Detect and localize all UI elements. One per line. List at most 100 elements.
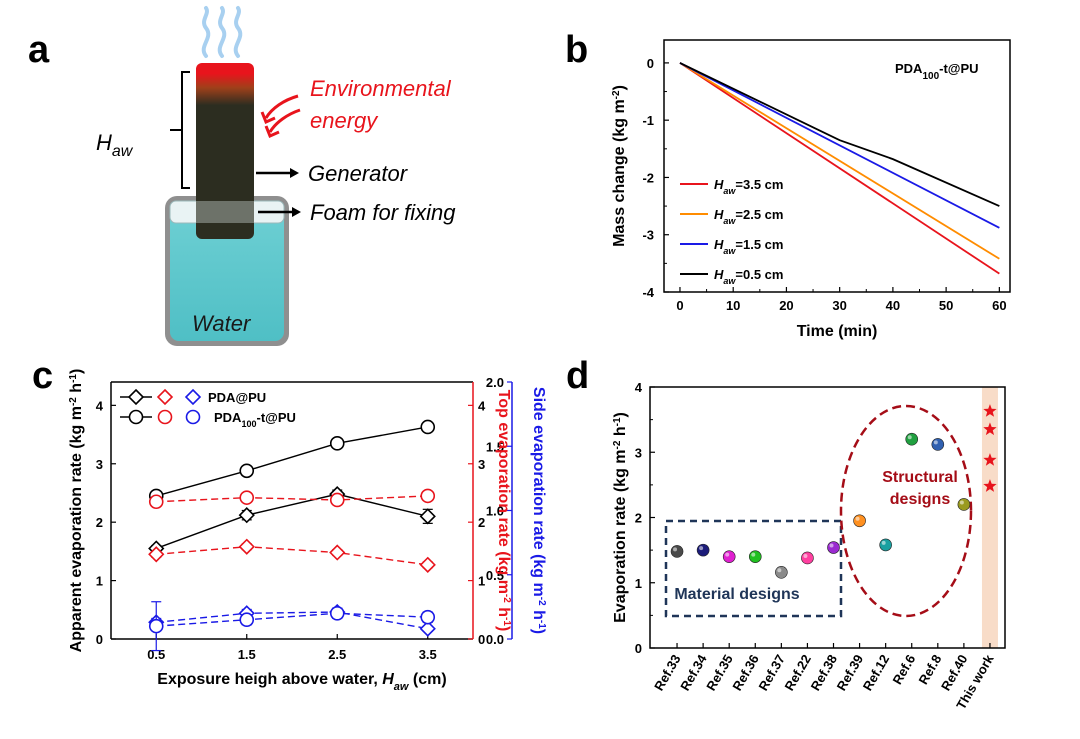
x-axis-label: Time (min) [797, 323, 878, 340]
legend-label-2: Haw=1.5 cm [714, 237, 783, 256]
x-tick-label: 20 [779, 298, 793, 313]
this-work-star [983, 404, 997, 417]
foam-arrowhead [292, 207, 301, 217]
plot-frame [649, 386, 1006, 649]
series-line-top-diamond [156, 546, 428, 566]
xlabel-c: aw [394, 681, 410, 693]
y-left-axis-label-part: -1 [68, 374, 79, 383]
y-left-axis-label-part: -2 [68, 397, 79, 406]
marker-top-diamond [419, 556, 436, 573]
legend-h: H [714, 177, 724, 192]
structural-designs-label-1: Structural [882, 469, 958, 486]
series-line-apparent-circle [156, 426, 428, 497]
y-side-axis-label-part: Side evaporation rate (kg m [530, 387, 547, 597]
data-point [801, 551, 814, 565]
xlabel-d: (cm) [408, 671, 446, 688]
foam-overlay [196, 201, 254, 223]
marker-top-circle [329, 492, 345, 508]
marker-side-circle [329, 605, 345, 621]
x-tick-label: 60 [992, 298, 1006, 313]
y-axis-label-part: h [612, 426, 629, 440]
x-axis-label: Exposure heigh above water, Haw (cm) [157, 671, 446, 693]
x-tick-label: 40 [886, 298, 900, 313]
series-line-1 [679, 62, 1000, 260]
energy-label-line1: Environmental [310, 76, 452, 101]
data-point-highlight [751, 552, 756, 557]
marker-apparent-circle [329, 436, 345, 451]
y-left-axis-label: Apparent evaporation rate (kg m-2 h-1) [68, 369, 86, 653]
data-point-highlight [725, 552, 730, 557]
this-work-band [981, 387, 998, 648]
y-top-axis-label-part: ) [495, 626, 512, 631]
y-side-axis-label-part: -1 [537, 620, 548, 629]
data-point-highlight [881, 540, 886, 545]
x-tick-label: 2.5 [328, 647, 346, 662]
marker-top-diamond [148, 546, 165, 563]
data-point-highlight [699, 546, 704, 551]
panel-b-label: b [565, 29, 588, 71]
generator-label: Generator [308, 161, 409, 186]
y-axis-label-part: ) [611, 85, 628, 90]
x-tick-label: 0 [676, 298, 683, 313]
chart-annotation: PDA100-t@PU [895, 61, 979, 82]
material-designs-label: Material designs [674, 586, 799, 603]
x-category-label: Ref.12 [860, 652, 893, 693]
data-point-highlight [907, 435, 912, 440]
energy-arrows-icon [260, 94, 301, 139]
y-top-tick-label: 4 [478, 398, 486, 413]
brace-icon [170, 71, 190, 189]
y-side-tick-label: 2.0 [486, 375, 504, 390]
structural-designs-label-2: designs [890, 491, 951, 508]
marker-top-circle [239, 490, 255, 505]
y-axis-label-part: -2 [612, 440, 623, 449]
chart-annotation-part: PDA [895, 61, 923, 76]
legend-label-pda100: PDA100-t@PU [214, 410, 296, 429]
series-line-side-diamond [156, 611, 428, 630]
series-line-0 [679, 62, 1000, 275]
y-axis-label-part: -2 [611, 90, 622, 99]
y-tick-label: 0 [635, 641, 642, 656]
legend-rest: =0.5 cm [735, 267, 783, 282]
marker-apparent-diamond [419, 508, 436, 525]
y-left-tick-label: 0 [96, 632, 103, 647]
legend-marker-red [157, 409, 173, 425]
x-category-label: Ref.6 [889, 652, 918, 687]
x-tick-label: 10 [726, 298, 740, 313]
legend-sub: aw [723, 276, 736, 286]
leg-b: 100 [241, 419, 256, 429]
y-top-axis-label-part: -2 [502, 594, 513, 603]
y-axis-label-part: ) [612, 412, 629, 417]
legend-marker-black [128, 409, 144, 425]
legend-sub: aw [723, 186, 736, 196]
x-tick-label: 3.5 [419, 647, 437, 662]
marker-top-diamond [238, 538, 255, 555]
marker-apparent-diamond [238, 507, 255, 524]
xlabel-b: H [382, 671, 394, 688]
data-point [696, 543, 710, 557]
generator-arrowhead [290, 168, 299, 178]
y-side-axis-label-part: ) [530, 629, 547, 634]
y-tick-label: 3 [635, 445, 642, 460]
y-left-tick-label: 2 [96, 515, 103, 530]
generator-block [196, 63, 254, 239]
legend-marker-black [127, 388, 145, 406]
y-axis-label: Evaporation rate (kg m-2 h-1) [612, 412, 630, 623]
data-point-highlight [777, 568, 782, 573]
panel-d-label: d [566, 355, 589, 397]
structural-designs-ellipse [839, 404, 973, 618]
this-work-star [983, 422, 997, 436]
foam-label: Foam for fixing [310, 200, 456, 225]
marker-top-circle [148, 494, 164, 510]
y-tick-label: -1 [642, 113, 654, 128]
marker-apparent-circle [239, 463, 255, 479]
energy-label-line2: energy [310, 108, 379, 133]
y-side-axis-label: Side evaporation rate (kg m-2 h-1) [530, 387, 548, 634]
y-top-tick-label: 2 [478, 515, 485, 530]
data-point [905, 432, 919, 446]
y-top-tick-label: 1 [478, 574, 485, 589]
y-tick-label: -2 [642, 170, 654, 185]
y-side-tick-label: 0.5 [486, 568, 504, 583]
y-tick-label: 0 [647, 56, 654, 71]
